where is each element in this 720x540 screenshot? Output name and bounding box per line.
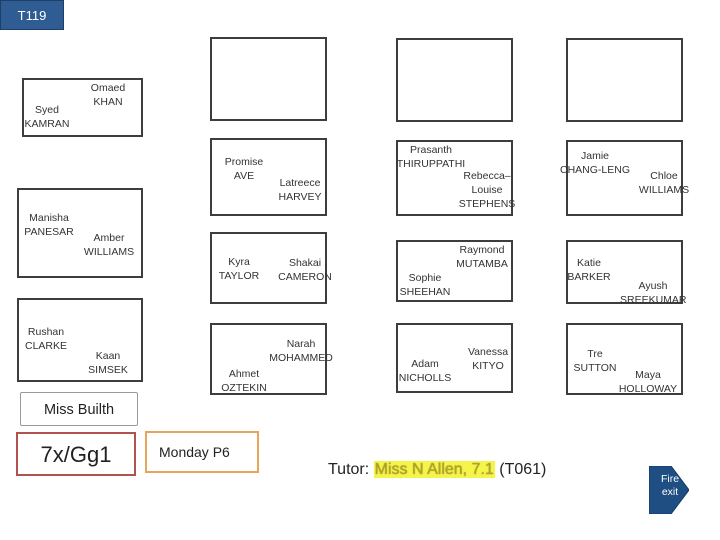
student-name: Shakai CAMERON [278,257,332,283]
desk-left-3[interactable] [17,298,143,382]
desk-center-right-3[interactable] [396,240,513,302]
fire-exit-sign[interactable]: Fire exit [649,466,689,514]
desk-right-3[interactable] [566,240,683,304]
desk-top-left[interactable] [22,78,143,137]
student-name: Ahmet OZTEKIN [221,368,267,394]
student-name: Chloe WILLIAMS [638,170,690,196]
desk-center-left-3[interactable] [210,232,327,304]
fire-exit-text: Fire exit [660,473,680,498]
desk-center-left-4[interactable] [210,323,327,395]
tutor-name: Miss N Allen, 7.1 [373,461,495,478]
student-name: Rebecca– Louise STEPHENS [458,170,516,210]
period-label: Monday P6 [145,431,259,473]
teacher-label: Miss Builth [20,392,138,426]
desk-top-center-right[interactable] [396,38,513,122]
student-name: Adam NICHOLLS [398,358,452,384]
room-label: T119 [0,0,64,30]
fire-exit-icon [649,466,689,514]
desk-top-right[interactable] [566,38,683,122]
student-name: Tre SUTTON [573,348,617,374]
tutor-room: (T061) [494,461,547,478]
student-name: Manisha PANESAR [24,212,74,238]
desk-center-right-4[interactable] [396,323,513,393]
student-name: Prasanth THIRUPPATHI [396,144,466,170]
student-name: Rushan CLARKE [24,326,67,352]
desk-right-4[interactable] [566,323,683,395]
student-name: Omaed KHAN [90,82,126,108]
student-name: Syed KAMRAN [24,104,70,130]
desk-left-2[interactable] [17,188,143,278]
tutor-prefix: Tutor: [328,461,374,478]
class-group-label: 7x/Gg1 [16,432,136,476]
student-name: Narah MOHAMMED [269,338,333,364]
student-name: Katie BARKER [567,257,611,283]
student-name: Sophie SHEEHAN [399,272,451,298]
student-name: Raymond MUTAMBA [456,244,508,270]
tutor-line: Tutor: Miss N Allen, 7.1 (T061) [328,461,546,479]
desk-right-2[interactable] [566,140,683,216]
desk-center-right-2[interactable] [396,140,513,216]
student-name: Promise AVE [224,156,264,182]
student-name: Maya HOLLOWAY [618,369,678,395]
desk-center-left-2[interactable] [210,138,327,216]
student-name: Kaan SIMSEK [88,350,128,376]
student-name: Latreece HARVEY [278,177,322,203]
student-name: Amber WILLIAMS [83,232,135,258]
student-name: Jamie CHANG-LENG [560,150,631,176]
student-name: Kyra TAYLOR [218,256,260,282]
student-name: Ayush SREEKUMAR [620,280,687,306]
student-name: Vanessa KITYO [467,346,509,372]
desk-top-center-left[interactable] [210,37,327,121]
